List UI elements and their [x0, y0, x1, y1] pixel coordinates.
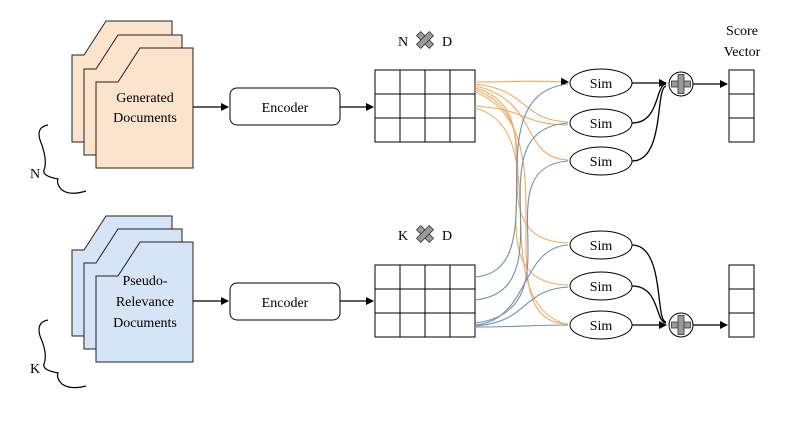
blue-connectors [474, 83, 569, 328]
matrix-bottom-left-dim: K [398, 229, 408, 244]
score-vector-label-2: Vector [724, 45, 761, 60]
sim-node-2-label: Sim [590, 117, 613, 132]
generated-documents-label-1: Generated [116, 91, 174, 106]
cross-icon [415, 30, 435, 50]
sim-node-2: Sim [569, 108, 633, 138]
matrix-top-left-dim: N [398, 35, 408, 50]
cross-icon [415, 224, 435, 244]
sim-node-1: Sim [569, 68, 633, 98]
encoder-top-label: Encoder [262, 101, 309, 116]
sim-node-4-label: Sim [590, 239, 613, 254]
matrix-top-right-dim: D [442, 35, 452, 50]
encoder-bottom: Encoder [229, 282, 341, 321]
matrix-bottom-right-dim: D [442, 229, 452, 244]
score-vector-top [728, 69, 755, 143]
embedding-matrix-bottom [374, 264, 476, 338]
sim-node-6: Sim [569, 310, 633, 340]
brace-k-label: K [30, 362, 40, 377]
brace-n: N [30, 124, 87, 194]
sim-to-sum-connectors-top [631, 79, 667, 162]
circled-plus-icon [668, 71, 694, 97]
sim-to-sum-connectors-bottom [631, 244, 667, 329]
doc-page-front [95, 241, 194, 363]
generated-documents-label-2: Documents [113, 111, 177, 126]
brace-n-label: N [30, 167, 40, 182]
pseudo-relevance-label-2: Relevance [116, 295, 174, 310]
pseudo-relevance-label-3: Documents [113, 316, 177, 331]
sim-node-5: Sim [569, 271, 633, 301]
generated-documents-stack: Generated Documents [71, 20, 194, 169]
sim-node-6-label: Sim [590, 319, 613, 334]
encoder-top: Encoder [229, 87, 341, 126]
sim-node-3: Sim [569, 146, 633, 176]
brace-k: K [30, 319, 87, 389]
pseudo-relevance-label-1: Pseudo- [122, 274, 167, 289]
pseudo-relevance-documents-stack: Pseudo- Relevance Documents [71, 215, 194, 363]
sim-node-3-label: Sim [590, 155, 613, 170]
matrix-k-by-d-label: K D [398, 224, 452, 244]
score-vector-bottom [728, 264, 755, 338]
sim-node-4: Sim [569, 230, 633, 260]
score-vector-label-1: Score [726, 24, 758, 39]
encoder-bottom-label: Encoder [262, 296, 309, 311]
matrix-n-by-d-label: N D [398, 30, 452, 50]
sim-node-5-label: Sim [590, 280, 613, 295]
doc-page-front [95, 47, 194, 169]
circled-plus-icon [668, 312, 694, 338]
sim-node-1-label: Sim [590, 77, 613, 92]
embedding-matrix-top [374, 69, 476, 143]
